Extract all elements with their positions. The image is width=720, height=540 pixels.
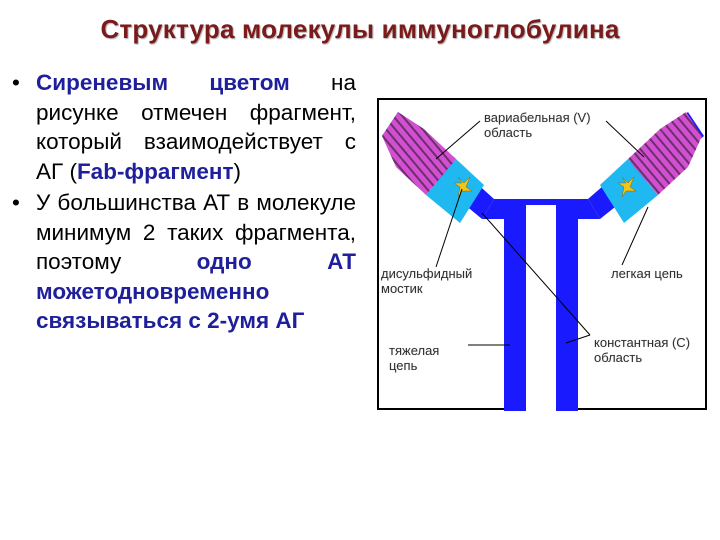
- label-variable-region: вариабельная (V) область: [484, 110, 591, 140]
- body-text: У большинства АТ в молекуле минимум 2 та…: [36, 190, 356, 274]
- pointer-variable: [435, 120, 481, 160]
- disulfide-bonds: [453, 176, 637, 198]
- pointer-light-chain: [621, 206, 649, 266]
- heavy-chain-left-stem: [504, 215, 526, 411]
- disulfide-bond-left: [453, 176, 473, 198]
- pointer-variable-right: [605, 120, 645, 158]
- bullet-item-fab: Сиреневым цветом на рисунке отмечен фраг…: [8, 68, 356, 186]
- light-chain-left: [382, 112, 484, 223]
- slide-title: Структура молекулы иммуноглобулина: [100, 14, 620, 44]
- pointer-constant-1: [481, 212, 591, 336]
- fab-term: Fab-фрагмент: [76, 158, 234, 184]
- label-constant-region: константная (C) область: [594, 335, 691, 365]
- light-chain-left-constant: [426, 159, 484, 223]
- body-text: на рисунке отмечен фрагмент, который вза…: [36, 70, 356, 184]
- light-chain-left-variable: [396, 129, 456, 195]
- light-chain-right-variable: [628, 129, 688, 195]
- label-heavy-chain: тяжелая цепь: [389, 343, 440, 373]
- heavy-chain-right-variable: [660, 112, 702, 167]
- body-text: ): [233, 158, 242, 184]
- heavy-chain-left-variable: [382, 112, 424, 167]
- accent-text: Сиреневым цветом: [36, 70, 290, 95]
- light-chain-right: [600, 112, 702, 223]
- pointer-constant-2: [565, 334, 591, 344]
- label-light-chain: легкая цепь: [611, 266, 683, 281]
- antibody-diagram: [382, 112, 704, 411]
- emphasis-text: одно АТ можетодновременно связываться с …: [36, 249, 356, 333]
- bullet-list: Сиреневым цветом на рисунке отмечен фраг…: [8, 68, 356, 336]
- heavy-chain-gap: [526, 205, 556, 411]
- pointer-lines: [435, 120, 649, 346]
- bullet-item-binding: У большинства АТ в молекуле минимум 2 та…: [8, 188, 356, 336]
- pointer-disulfide: [435, 188, 463, 268]
- heavy-chain-right-stem: [556, 215, 578, 411]
- disulfide-bond-right: [617, 176, 637, 198]
- label-disulfide-bridge: дисульфидный мостик: [381, 266, 473, 296]
